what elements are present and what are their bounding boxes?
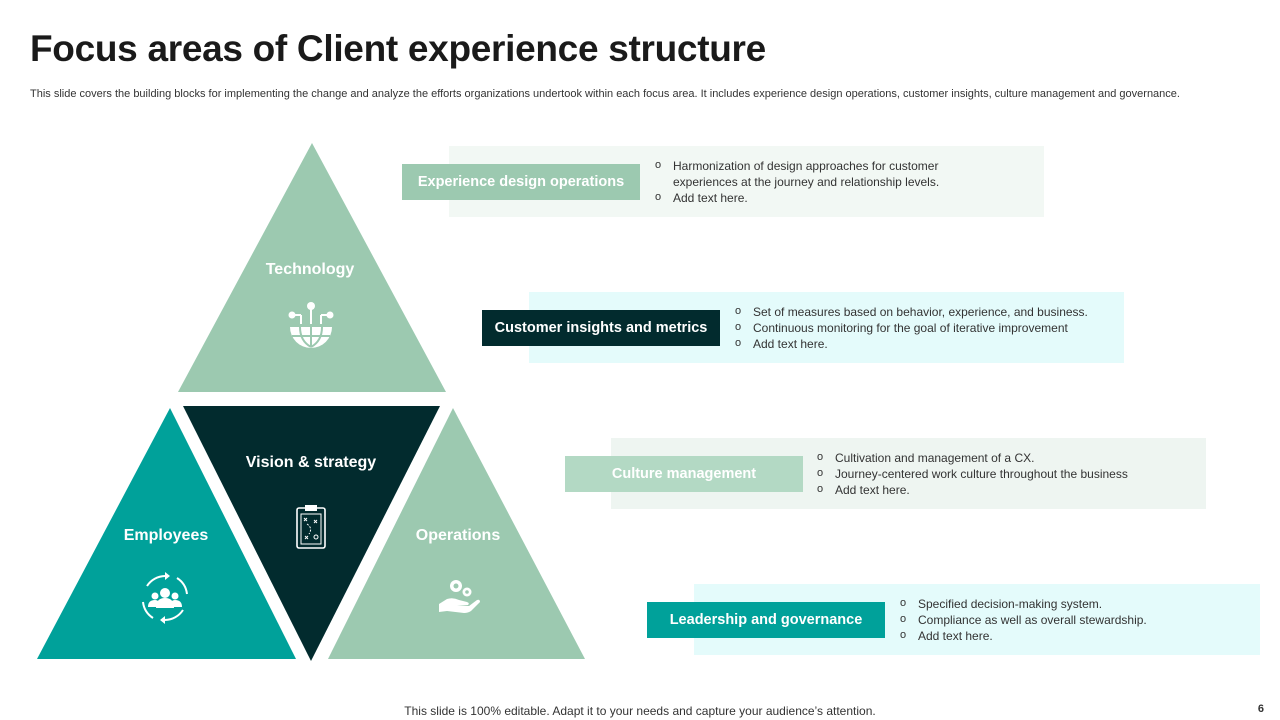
list-item: Add text here. (900, 627, 1250, 644)
page-number: 6 (1257, 703, 1264, 715)
list-item: Add text here. (817, 481, 1202, 498)
list-item: Add text here. (655, 189, 975, 206)
slide-subtitle: This slide covers the building blocks fo… (30, 88, 1180, 100)
pyramid-diagram: Technology Vision & strategy Employees (37, 143, 585, 661)
gears-hand-icon (439, 580, 480, 613)
list-item: Journey-centered work culture throughout… (817, 465, 1202, 482)
pyramid-center-vision (183, 406, 440, 661)
technology-label: Technology (266, 261, 355, 278)
team-cycle-icon (142, 572, 188, 624)
operations-label: Operations (416, 527, 501, 544)
customer-insights-bullets: Set of measures based on behavior, exper… (735, 303, 1120, 352)
list-item: Continuous monitoring for the goal of it… (735, 319, 1120, 336)
list-item: Compliance as well as overall stewardshi… (900, 611, 1250, 628)
list-item: Harmonization of design approaches for c… (655, 157, 975, 190)
list-item: Cultivation and management of a CX. (817, 449, 1202, 466)
leadership-governance-bullets: Specified decision-making system. Compli… (900, 595, 1250, 644)
list-item: Set of measures based on behavior, exper… (735, 303, 1120, 320)
list-item: Add text here. (735, 335, 1120, 352)
employees-label: Employees (124, 527, 209, 544)
experience-design-operations-label: Experience design operations (402, 164, 640, 200)
leadership-governance-label: Leadership and governance (647, 602, 885, 638)
pyramid-right-operations (328, 408, 585, 659)
culture-management-bullets: Cultivation and management of a CX. Jour… (817, 449, 1202, 498)
vision-strategy-label: Vision & strategy (246, 454, 377, 471)
pyramid-top-technology (178, 143, 446, 392)
clipboard-strategy-icon (296, 505, 326, 549)
culture-management-label: Culture management (565, 456, 803, 492)
pyramid-left-employees (37, 408, 296, 659)
list-item: Specified decision-making system. (900, 595, 1250, 612)
customer-insights-metrics-label: Customer insights and metrics (482, 310, 720, 346)
slide-footer: This slide is 100% editable. Adapt it to… (404, 704, 876, 718)
slide-title: Focus areas of Client experience structu… (30, 28, 766, 69)
globe-network-icon (288, 302, 334, 348)
experience-design-bullets: Harmonization of design approaches for c… (655, 157, 975, 206)
